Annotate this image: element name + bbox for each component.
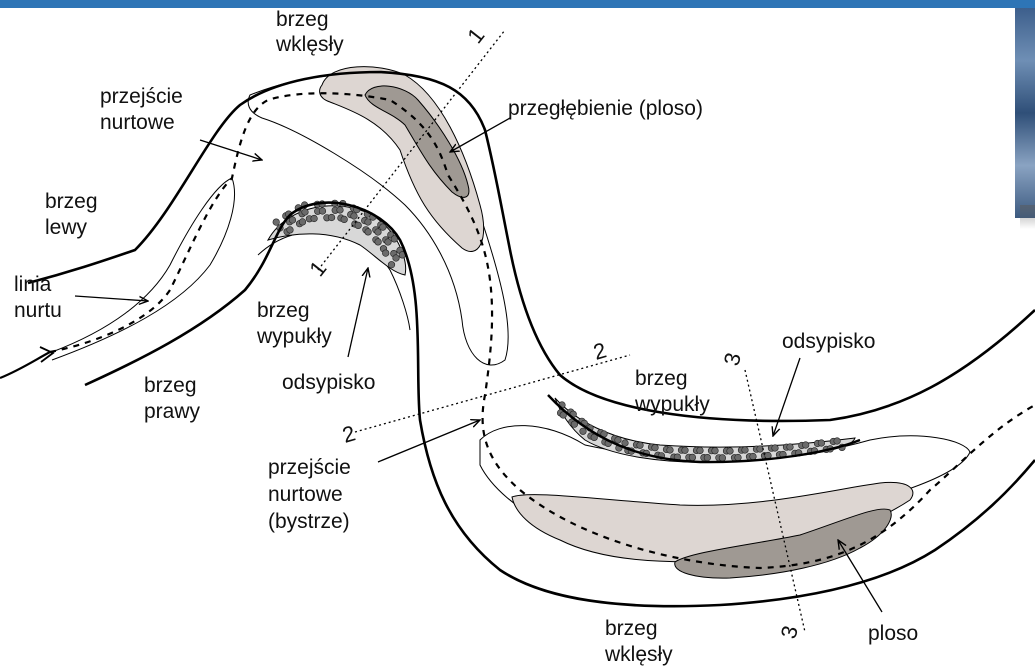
label-convex-bank-mid-2: wypukły [256, 325, 332, 348]
gravel-pebble [719, 455, 726, 462]
section-2-label-bottom: 2 [339, 420, 358, 447]
label-left-bank-1: brzeg [45, 190, 98, 213]
label-point-bar-mid: odsypisko [282, 371, 375, 394]
crossover-arrow [200, 140, 262, 160]
gravel-pebble [704, 454, 711, 461]
label-thalweg-1: linia [14, 273, 52, 296]
gravel-pebble [375, 239, 382, 246]
section-3-label-top: 3 [719, 350, 746, 368]
gravel-pebble [712, 448, 719, 455]
gravel-pebble [365, 219, 372, 226]
gravel-pebble [355, 222, 362, 229]
label-riffle-3: (bystrze) [268, 510, 350, 533]
label-pool-top: przegłębienie (ploso) [508, 97, 703, 120]
label-left-bank-2: lewy [45, 216, 88, 239]
gravel-pebble [757, 446, 764, 453]
point-bar-right-arrow [773, 358, 800, 436]
gravel-pebble [273, 219, 280, 226]
section-3-label-bottom: 3 [776, 623, 803, 641]
gravel-pebble [622, 440, 629, 447]
label-convex-bank-mid-1: brzeg [257, 299, 310, 322]
label-crossover-1: przejście [100, 85, 183, 108]
gravel-pebble [328, 214, 335, 221]
label-riffle-2: nurtowe [268, 483, 343, 506]
gravel-pebble [667, 447, 674, 454]
point-bar-mid-arrow [348, 268, 368, 357]
gravel-pebble [818, 440, 825, 447]
gravel-pebble [393, 255, 400, 262]
gravel-pebble [341, 216, 348, 223]
gravel-pebble [689, 454, 696, 461]
gravel-pebble [637, 442, 644, 449]
gravel-pebble [302, 209, 309, 216]
gravel-pebble [652, 444, 659, 451]
label-crossover-2: nurtowe [100, 111, 175, 134]
gravel-pebble [802, 442, 809, 449]
pool-bottom-arrow [838, 540, 882, 612]
gravel-pebble [289, 217, 296, 224]
gravel-pebble [772, 445, 779, 452]
label-convex-bank-right-2: wypukły [634, 393, 710, 416]
label-right-bank-2: prawy [144, 400, 201, 423]
gravel-pebble [580, 428, 587, 435]
label-convex-bank-right-1: brzeg [635, 367, 688, 390]
label-right-bank-1: brzeg [144, 374, 197, 397]
gravel-pebble [615, 437, 622, 444]
gravel-pebble [742, 447, 749, 454]
label-concave-bank-bottom-1: brzeg [605, 617, 658, 640]
gravel-pebble [388, 261, 395, 268]
gravel-pebble [682, 447, 689, 454]
label-concave-bank-top-2: wklęsły [275, 33, 344, 56]
pool-top-arrow [450, 118, 510, 152]
section-2-label-top: 2 [590, 337, 609, 364]
inflow-stub [0, 352, 50, 378]
gravel-pebble [750, 453, 757, 460]
section-1-label-top: 1 [462, 23, 489, 48]
gravel-pebble [697, 447, 704, 454]
gravel-pebble [735, 454, 742, 461]
label-thalweg-2: nurtu [14, 299, 62, 322]
gravel-pebble [337, 207, 344, 214]
gravel-pebble [385, 239, 392, 246]
left-bank-line [28, 72, 1035, 421]
gravel-pebble [299, 219, 306, 226]
label-pool-bottom: ploso [868, 622, 918, 645]
gravel-pebble [375, 229, 382, 236]
label-point-bar-right: odsypisko [782, 330, 875, 353]
gravel-pebble [351, 213, 358, 220]
gravel-pebble [311, 215, 318, 222]
gravel-pebble [287, 227, 294, 234]
gravel-pebble [319, 208, 326, 215]
label-concave-bank-bottom-2: wklęsły [604, 643, 673, 666]
thalweg-arrow [75, 296, 148, 301]
gravel-pebble [787, 444, 794, 451]
gravel-pebble [382, 250, 389, 257]
label-concave-bank-top-1: brzeg [276, 8, 329, 31]
section-1-label-bottom: 1 [304, 256, 331, 281]
label-riffle-1: przejście [268, 456, 351, 479]
gravel-pebble [834, 438, 841, 445]
gravel-pebble [727, 448, 734, 455]
gravel-pebble [380, 224, 387, 231]
gravel-pebble [365, 229, 372, 236]
